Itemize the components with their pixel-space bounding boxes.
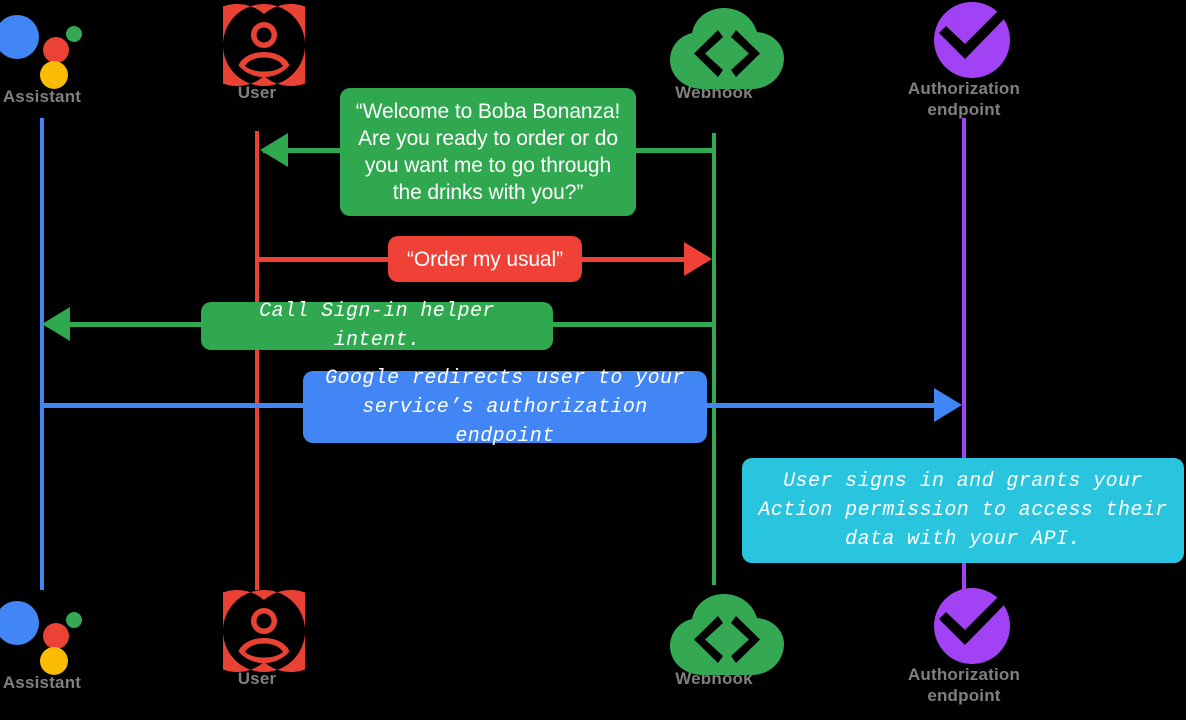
- cloud-code-svg: [670, 594, 784, 675]
- actor-auth-bottom[interactable]: Authorization endpoint: [864, 582, 1064, 706]
- actor-label-assistant-bottom: Assistant: [2, 673, 82, 692]
- message-bubble-m3: Call Sign-in helper intent.: [201, 300, 553, 352]
- arrowhead-m3: [42, 307, 70, 341]
- actor-label-auth-bottom: Authorization endpoint: [907, 665, 1021, 705]
- purple-check-circle-icon: [914, 0, 1014, 78]
- assistant-dot-yellow: [40, 61, 68, 89]
- user-avatar-svg: [223, 590, 305, 672]
- actor-auth-top[interactable]: Authorization endpoint: [864, 0, 1064, 120]
- message-bubble-m1: “Welcome to Boba Bonanza! Are you ready …: [340, 88, 636, 216]
- assistant-dot-red: [43, 37, 69, 63]
- arrowhead-m1: [260, 133, 288, 167]
- arrowhead-m4: [934, 388, 962, 422]
- actor-label-user-top: User: [237, 83, 277, 102]
- message-bubble-m2-text: “Order my usual”: [407, 247, 563, 271]
- message-bubble-m1-text: “Welcome to Boba Bonanza! Are you ready …: [355, 100, 621, 204]
- lifeline-auth: [962, 118, 966, 590]
- actor-webhook-top[interactable]: Webhook: [614, 0, 814, 103]
- message-bubble-m5: User signs in and grants your Action per…: [742, 458, 1184, 563]
- google-assistant-icon: [0, 4, 92, 89]
- actor-webhook-bottom[interactable]: Webhook: [614, 586, 814, 689]
- assistant-dot-green: [66, 612, 82, 628]
- message-bubble-m3-text: Call Sign-in helper intent.: [259, 300, 495, 352]
- user-avatar-svg: [223, 4, 305, 86]
- actor-label-user-bottom: User: [237, 669, 277, 688]
- actor-assistant-top[interactable]: Assistant: [0, 4, 142, 107]
- cloud-code-icon-bottom: [664, 586, 784, 675]
- google-assistant-icon-bottom: [0, 590, 92, 675]
- actor-user-top[interactable]: User: [157, 0, 357, 103]
- user-avatar-icon: [207, 0, 307, 86]
- user-avatar-icon-bottom: [207, 586, 307, 672]
- message-bubble-m4: Google redirects user to your service’s …: [303, 367, 707, 448]
- actor-user-bottom[interactable]: User: [157, 586, 357, 689]
- assistant-dot-blue: [0, 15, 39, 59]
- message-bubble-m2: “Order my usual”: [388, 236, 582, 282]
- message-bubble-m5-text: User signs in and grants your Action per…: [758, 470, 1168, 551]
- purple-check-circle-svg: [934, 2, 1010, 78]
- lifeline-webhook: [712, 133, 716, 585]
- lifeline-user: [255, 131, 259, 590]
- assistant-dot-blue: [0, 601, 39, 645]
- arrowhead-m2: [684, 242, 712, 276]
- assistant-dot-yellow: [40, 647, 68, 675]
- actor-assistant-bottom[interactable]: Assistant: [0, 590, 142, 693]
- assistant-dot-green: [66, 26, 82, 42]
- message-bubble-m4-text: Google redirects user to your service’s …: [325, 366, 685, 448]
- purple-check-circle-icon-bottom: [914, 582, 1014, 664]
- actor-label-auth-top: Authorization endpoint: [907, 79, 1021, 119]
- cloud-code-svg: [670, 8, 784, 89]
- cloud-code-icon: [664, 0, 784, 89]
- lifeline-assistant: [40, 118, 44, 590]
- actor-label-assistant-top: Assistant: [2, 87, 82, 106]
- assistant-dot-red: [43, 623, 69, 649]
- purple-check-circle-svg: [934, 588, 1010, 664]
